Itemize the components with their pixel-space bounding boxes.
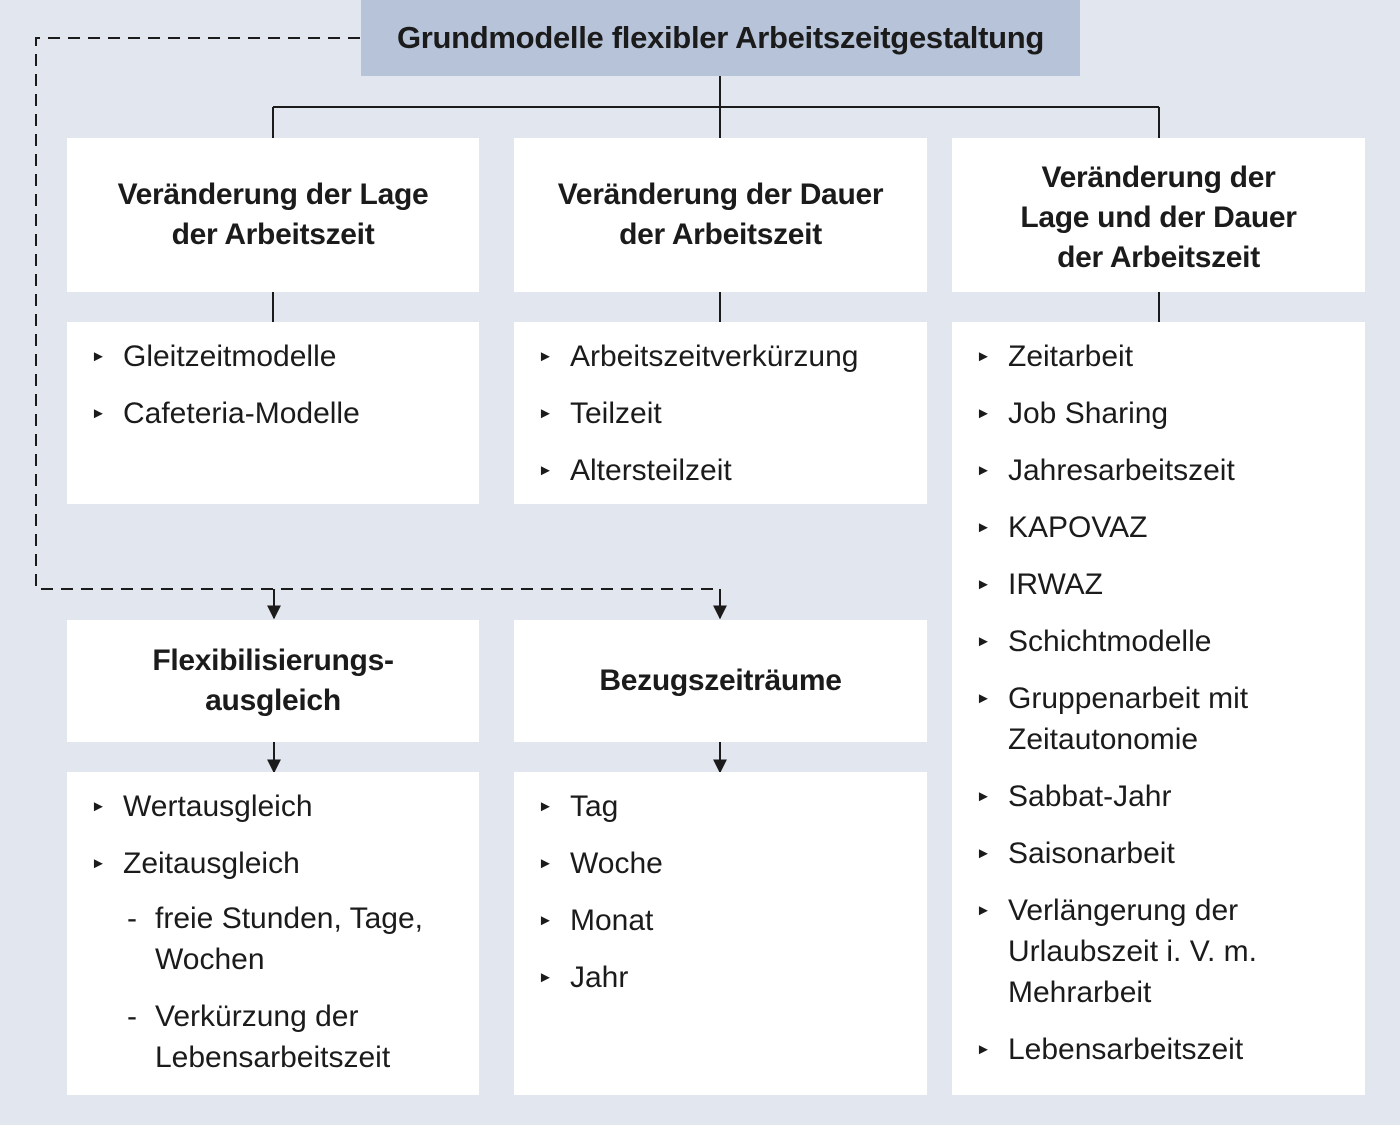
header-bezugszeitraeume: Bezugszeiträume — [514, 620, 927, 742]
header-lage-dauer: Veränderung der Lage und der Dauer der A… — [952, 138, 1365, 292]
list-box-flexibilisierung: ►Wertausgleich ►Zeitausgleich -freie Stu… — [67, 772, 479, 1095]
dash-icon: - — [127, 902, 137, 935]
list-item: ►Sabbat-Jahr — [952, 776, 1365, 817]
header-flex-line-2: ausgleich — [205, 684, 341, 717]
list-item: ►Cafeteria-Modelle — [67, 393, 479, 434]
header-dauer-line-1: Veränderung der Dauer — [557, 178, 884, 211]
bullet-icon: ► — [976, 902, 991, 919]
sublist-zeitausgleich: -freie Stunden, Tage, Wochen -Verkürzung… — [123, 898, 469, 1078]
list-item: ►Zeitausgleich -freie Stunden, Tage, Woc… — [67, 843, 479, 1078]
list-item: ►Woche — [514, 843, 927, 884]
list-dauer: ►Arbeitszeitverkürzung ►Teilzeit ►Alters… — [514, 322, 927, 491]
diagram-title: Grundmodelle flexibler Arbeitszeitgestal… — [361, 0, 1080, 76]
list-item: ►Saisonarbeit — [952, 833, 1365, 874]
sub-list-item: -Verkürzung der Lebensarbeitszeit — [123, 996, 469, 1078]
header-lage: Veränderung der Lage der Arbeitszeit — [67, 138, 479, 292]
bullet-icon: ► — [538, 462, 553, 479]
list-item: ►Monat — [514, 900, 927, 941]
list-flexibilisierung: ►Wertausgleich ►Zeitausgleich -freie Stu… — [67, 772, 479, 1078]
bullet-icon: ► — [538, 912, 553, 929]
bullet-icon: ► — [976, 788, 991, 805]
bullet-icon: ► — [91, 855, 106, 872]
bullet-icon: ► — [976, 405, 991, 422]
list-item: ►Lebensarbeitszeit — [952, 1029, 1365, 1070]
header-lage-dauer-line-1: Veränderung der — [1041, 161, 1276, 194]
list-box-dauer: ►Arbeitszeitverkürzung ►Teilzeit ►Alters… — [514, 322, 927, 504]
bullet-icon: ► — [976, 1041, 991, 1058]
list-item: ►Job Sharing — [952, 393, 1365, 434]
list-item: ►Wertausgleich — [67, 786, 479, 827]
list-item: ►Zeitarbeit — [952, 336, 1365, 377]
list-bezugszeitraeume: ►Tag ►Woche ►Monat ►Jahr — [514, 772, 927, 998]
bullet-icon: ► — [976, 348, 991, 365]
header-bezug-line-1: Bezugszeiträume — [599, 664, 842, 697]
list-item: ►Jahr — [514, 957, 927, 998]
dashed-connector — [35, 37, 720, 590]
list-item: ►Arbeitszeitverkürzung — [514, 336, 927, 377]
bullet-icon: ► — [91, 348, 106, 365]
list-item: ►Altersteilzeit — [514, 450, 927, 491]
header-lage-dauer-line-2: Lage und der Dauer — [1020, 201, 1297, 234]
sub-list-item: -freie Stunden, Tage, Wochen — [123, 898, 469, 980]
bullet-icon: ► — [538, 969, 553, 986]
bullet-icon: ► — [538, 798, 553, 815]
list-item: ►Teilzeit — [514, 393, 927, 434]
list-item: ►Jahresarbeitszeit — [952, 450, 1365, 491]
list-item: ►Gleitzeitmodelle — [67, 336, 479, 377]
list-lage-dauer: ►Zeitarbeit ►Job Sharing ►Jahresarbeitsz… — [952, 322, 1365, 1070]
bullet-icon: ► — [91, 405, 106, 422]
bullet-icon: ► — [976, 576, 991, 593]
bullet-icon: ► — [976, 845, 991, 862]
list-item: ►IRWAZ — [952, 564, 1365, 605]
header-dauer: Veränderung der Dauer der Arbeitszeit — [514, 138, 927, 292]
bullet-icon: ► — [976, 633, 991, 650]
list-box-lage-dauer: ►Zeitarbeit ►Job Sharing ►Jahresarbeitsz… — [952, 322, 1365, 1095]
header-lage-line-2: der Arbeitszeit — [171, 218, 375, 251]
dash-icon: - — [127, 1000, 137, 1033]
header-lage-dauer-line-3: der Arbeitszeit — [1057, 241, 1260, 274]
header-flexibilisierungsausgleich: Flexibilisierungs- ausgleich — [67, 620, 479, 742]
list-item: ►Gruppenarbeit mit Zeitautonomie — [952, 678, 1365, 760]
bullet-icon: ► — [976, 462, 991, 479]
bullet-icon: ► — [91, 798, 106, 815]
list-item: ►Tag — [514, 786, 927, 827]
bullet-icon: ► — [976, 519, 991, 536]
list-item: ►Verlängerung der Urlaubszeit i. V. m. M… — [952, 890, 1365, 1013]
header-lage-line-1: Veränderung der Lage — [117, 178, 429, 211]
list-lage: ►Gleitzeitmodelle ►Cafeteria-Modelle — [67, 322, 479, 434]
bullet-icon: ► — [976, 690, 991, 707]
bullet-icon: ► — [538, 348, 553, 365]
header-flex-line-1: Flexibilisierungs- — [152, 644, 394, 677]
list-box-bezugszeitraeume: ►Tag ►Woche ►Monat ►Jahr — [514, 772, 927, 1095]
list-item: ►Schichtmodelle — [952, 621, 1365, 662]
bullet-icon: ► — [538, 855, 553, 872]
list-item: ►KAPOVAZ — [952, 507, 1365, 548]
list-box-lage: ►Gleitzeitmodelle ►Cafeteria-Modelle — [67, 322, 479, 504]
header-dauer-line-2: der Arbeitszeit — [619, 218, 822, 251]
bullet-icon: ► — [538, 405, 553, 422]
